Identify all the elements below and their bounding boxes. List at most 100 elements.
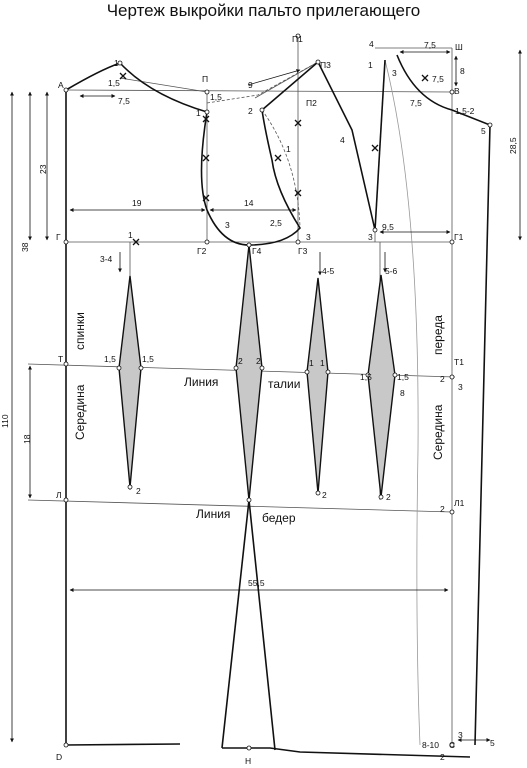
mark-3-hem: 3: [458, 730, 463, 740]
dim-14-label: 14: [244, 198, 254, 208]
mark-1-g: 1: [128, 230, 133, 240]
dim-5-6-label: 5-6: [385, 266, 398, 276]
back-shoulder: [119, 62, 208, 113]
point-dots: [63, 33, 493, 751]
waist-line-label-1: Линия: [184, 375, 218, 389]
mark-2-hem: 2: [440, 752, 445, 762]
dimension-labels: 110 38 23 18 19 14 55,5 28,5 7,5 7,5 7,5…: [0, 40, 518, 750]
mark-2-side-right: 2: [256, 356, 261, 366]
dim-110-label: 110: [0, 414, 10, 428]
mark-2-dart-front1: 2: [322, 490, 327, 500]
mark-1-5-back-r: 1,5: [142, 354, 154, 364]
hip-line-label-1: Линия: [196, 507, 230, 521]
label-N: Н: [245, 756, 251, 766]
label-P1: П1: [292, 34, 303, 44]
dim-55-5-label: 55,5: [248, 578, 265, 588]
back-center-label-1: Середина: [73, 384, 87, 440]
front-center-label-1: Середина: [431, 404, 445, 460]
mark-2-side-left: 2: [238, 356, 243, 366]
dim-38-label: 38: [20, 242, 30, 252]
mark-3-g2: 3: [225, 220, 230, 230]
mark-2-dart-back: 2: [136, 486, 141, 496]
dim-9-label: 9: [248, 80, 253, 90]
label-P: П: [202, 74, 208, 84]
front-shoulder: [261, 60, 376, 231]
dart-front-2: [367, 274, 396, 498]
neck-line: [65, 89, 453, 93]
front-center-label-2: переда: [431, 315, 445, 355]
darts: [118, 244, 396, 501]
dim-18-label: 18: [22, 434, 32, 444]
mark-2-dart-front2: 2: [386, 492, 391, 502]
front-neck: [396, 54, 453, 111]
mark-5-front: 5: [481, 126, 486, 136]
label-A: А: [58, 80, 64, 90]
mark-1-neck: 1: [368, 60, 373, 70]
dim-7-5-front-label: 7,5: [410, 98, 422, 108]
mark-1-armhole: 1: [286, 144, 291, 154]
dim-28-5-label: 28,5: [508, 137, 518, 154]
cross-marks: [119, 72, 429, 246]
label-T: Т: [58, 354, 63, 364]
dart-front-1: [306, 277, 329, 494]
mark-4-shoulder: 4: [340, 135, 345, 145]
back-skirt-left: [221, 499, 250, 749]
label-L: Л: [56, 490, 62, 500]
dim-2-5-label: 2,5: [270, 218, 282, 228]
dart-side: [235, 244, 263, 501]
dim-1-5-b-label: 1,5: [210, 92, 222, 102]
mark-1-front-l: 1: [309, 358, 314, 368]
dim-7-5-back-label: 7,5: [118, 96, 130, 106]
mark-2-waist-front: 2: [440, 374, 445, 384]
mark-3-g3: 3: [306, 232, 311, 242]
front-center: [451, 109, 491, 746]
dart-back: [118, 275, 142, 488]
label-G3: Г3: [298, 246, 308, 256]
dim-7-5-top-label: 7,5: [424, 40, 436, 50]
dim-9: [247, 69, 301, 86]
mark-1-5-front-l: 1,5: [360, 372, 372, 382]
dim-1-5-2-label: 1,5-2: [455, 106, 475, 116]
dim-7-5-neck-label: 7,5: [432, 74, 444, 84]
label-P3: П3: [320, 60, 331, 70]
shoulder-guide-1: [119, 77, 208, 93]
dim-9-5-label: 9,5: [382, 222, 394, 232]
mark-1-front-r: 1: [320, 358, 325, 368]
hip-line-label-2: бедер: [262, 511, 296, 525]
mark-14: 1: [196, 108, 201, 118]
mark-3-neck: 3: [392, 68, 397, 78]
label-V: В: [454, 86, 460, 96]
back-neck: [65, 62, 121, 91]
back-skirt-right: [248, 499, 276, 751]
mark-1-5-front-r: 1,5: [397, 372, 409, 382]
mark-3-bust: 3: [368, 232, 373, 242]
dim-3-4-label: 3-4: [100, 254, 113, 264]
mark-5-hem: 5: [490, 738, 495, 748]
mark-1-shoulder: 1: [114, 58, 119, 68]
label-Sh: Ш: [455, 42, 463, 52]
mark-3-waist-front: 3: [458, 382, 463, 392]
dim-4-5-label: 4-5: [322, 266, 335, 276]
text-labels: Середина спинки Середина переда Линия та…: [73, 312, 445, 525]
armhole-dashed-guide: [206, 61, 319, 229]
label-P2: П2: [306, 98, 317, 108]
mark-labels: 1 1 2 1 3 1 3 3 4 4 1 3 5 2 3 8 2 2 2 2 …: [104, 39, 495, 762]
mark-4-top: 4: [369, 39, 374, 49]
back-center-label-2: спинки: [73, 312, 87, 350]
diagram-title: Чертеж выкройки пальто прилегающего: [106, 1, 421, 20]
mark-1-5-back-l: 1,5: [104, 354, 116, 364]
label-S: С: [449, 740, 455, 750]
hem: [65, 743, 471, 758]
front-bust-line: [374, 59, 386, 231]
mark-2-armhole: 2: [248, 106, 253, 116]
point-labels: А П П1 П2 П3 Ш В Г Г1 Г2 Г3 Г4 Т Т1 Л Л1…: [56, 34, 465, 766]
label-G: Г: [56, 232, 61, 242]
label-T1: Т1: [454, 357, 464, 367]
mark-8-waist: 8: [400, 388, 405, 398]
shoulder-guide-2: [254, 61, 319, 99]
dim-8-10-label: 8-10: [422, 740, 439, 750]
waist-line-label-2: талии: [268, 377, 300, 391]
label-G4: Г4: [252, 246, 262, 256]
label-L1: Л1: [454, 498, 465, 508]
